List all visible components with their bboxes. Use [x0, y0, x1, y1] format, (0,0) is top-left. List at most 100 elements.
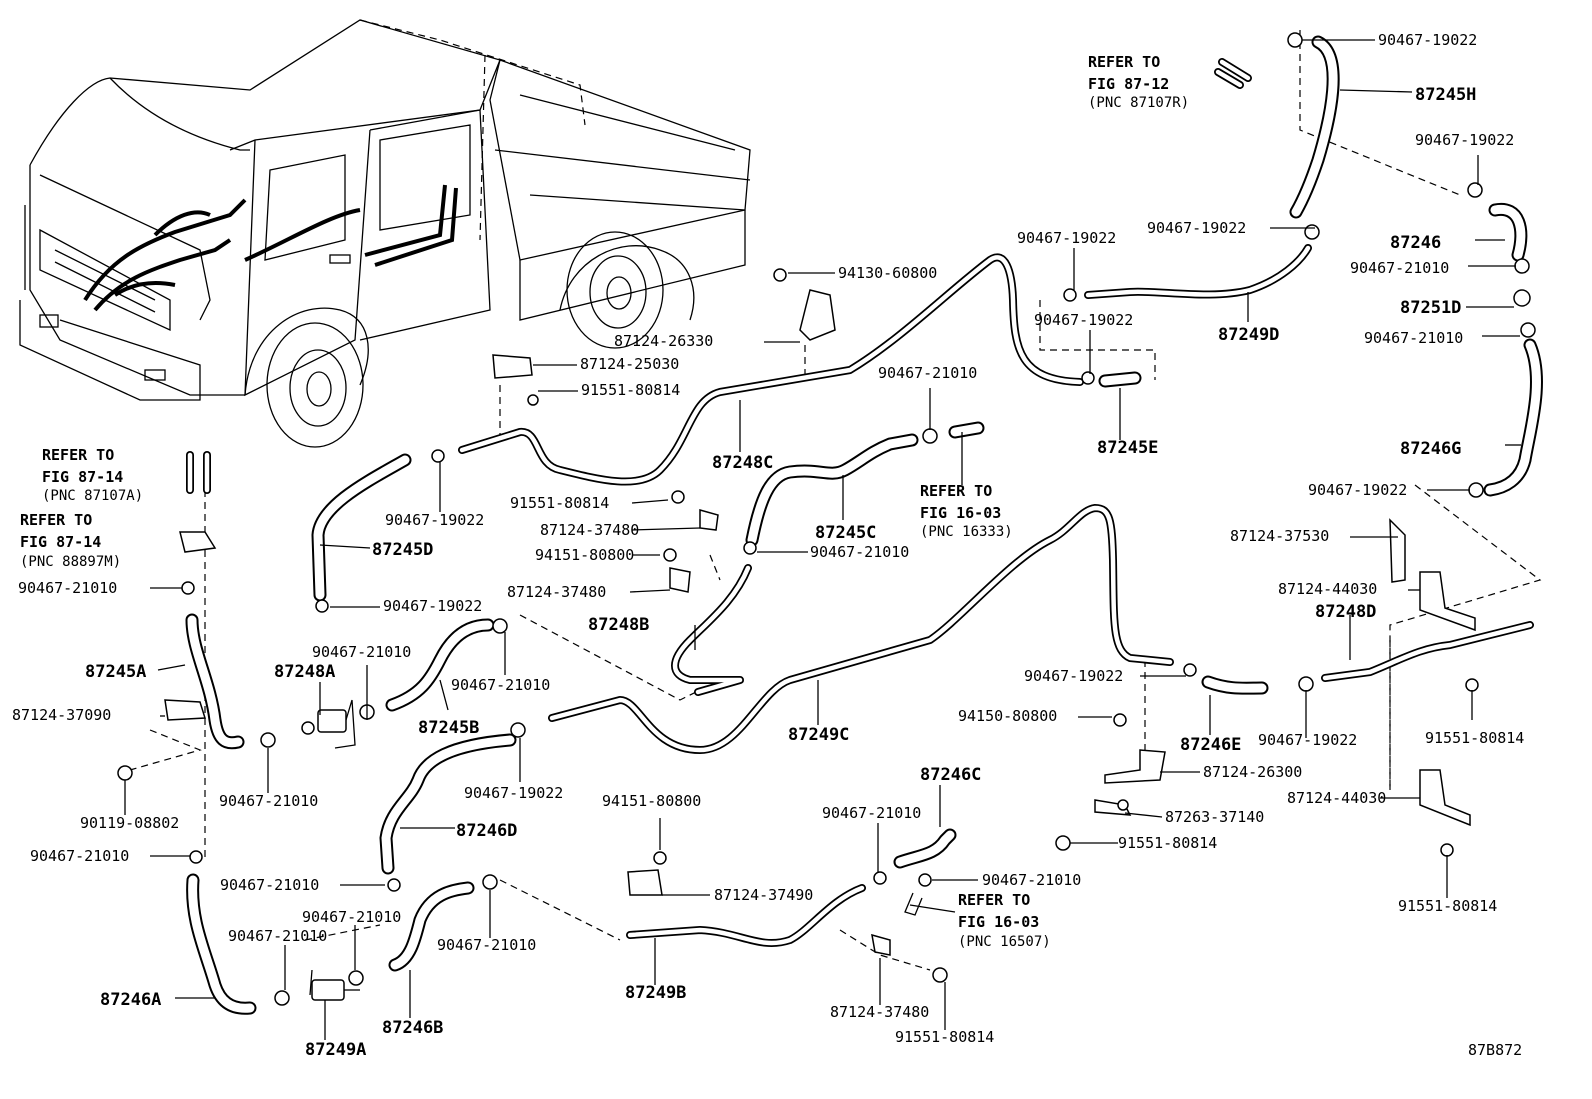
label-part: 87124-25030	[580, 355, 679, 373]
hose-87248A	[301, 699, 356, 749]
label-part: 87124-37480	[540, 521, 639, 539]
label-part: 91551-80814	[895, 1028, 994, 1046]
bracket-icon	[799, 289, 836, 341]
label-part: 87124-37480	[830, 1003, 929, 1021]
label-87248A: 87248A	[274, 662, 335, 682]
label-part: 87124-26300	[1203, 763, 1302, 781]
bracket-icon	[699, 509, 719, 531]
hose-87245E	[1098, 371, 1142, 388]
hardware	[117, 32, 1536, 1006]
ref-pipes-87-14	[186, 451, 211, 494]
label-part: 90467-21010	[878, 364, 977, 382]
hose-87248D	[1321, 621, 1534, 682]
reference-notes: REFER TO FIG 87-12 (PNC 87107R) REFER TO…	[20, 53, 1189, 950]
bolt-icon	[671, 490, 685, 504]
nut-icon	[663, 548, 677, 562]
label-part: 94130-60800	[838, 264, 937, 282]
hose-87248B	[671, 564, 752, 696]
ref-pipe-16-03	[948, 421, 985, 439]
clamp-icon	[1304, 224, 1320, 240]
bolt-icon	[1440, 843, 1454, 857]
label-part: 90467-21010	[302, 908, 401, 926]
clamp-icon	[1063, 288, 1077, 302]
clamp-icon	[1468, 482, 1484, 498]
label-part: 87124-26330	[614, 332, 713, 350]
bolt-icon	[1465, 678, 1479, 692]
clamp-icon	[189, 850, 203, 864]
hose-87246C	[893, 828, 957, 869]
label-part: 90119-08802	[80, 814, 179, 832]
bracket-icon	[871, 933, 891, 956]
label-87249C: 87249C	[788, 725, 849, 745]
bolt-icon	[932, 967, 948, 983]
label-part: 90467-21010	[1350, 259, 1449, 277]
clamp-icon	[181, 581, 195, 595]
part-labels: 90467-19022 90467-19022 90467-19022 9046…	[12, 31, 1524, 1046]
ref-fig-87-12: REFER TO FIG 87-12 (PNC 87107R)	[1088, 53, 1189, 111]
bracket-icon	[627, 869, 663, 896]
label-87248B: 87248B	[588, 615, 649, 635]
svg-text:FIG 16-03: FIG 16-03	[958, 913, 1039, 931]
clamp-icon	[1081, 371, 1095, 385]
label-87245C: 87245C	[815, 523, 876, 543]
label-part: 90467-21010	[822, 804, 921, 822]
label-part: 90467-19022	[385, 511, 484, 529]
label-part: 90467-21010	[312, 643, 411, 661]
svg-text:FIG 16-03: FIG 16-03	[920, 504, 1001, 522]
label-part: 90467-19022	[1415, 131, 1514, 149]
label-part: 90467-21010	[451, 676, 550, 694]
nut-icon	[1113, 713, 1127, 727]
label-87248C: 87248C	[712, 453, 773, 473]
bracket-icon	[1419, 769, 1471, 827]
clamp-icon	[387, 878, 401, 892]
label-part: 90467-21010	[18, 579, 117, 597]
ref-fig-87-14-a: REFER TO FIG 87-14 (PNC 87107A)	[42, 446, 143, 504]
hose-87245H	[1289, 35, 1340, 219]
svg-text:(PNC 87107A): (PNC 87107A)	[42, 488, 143, 504]
bracket-icon	[1104, 749, 1166, 784]
svg-text:(PNC 16333): (PNC 16333)	[920, 524, 1013, 540]
hose-87246A	[186, 873, 257, 1015]
ref-pipes-87-12	[1214, 58, 1252, 89]
label-part: 90467-21010	[437, 936, 536, 954]
clamp-icon	[922, 428, 938, 444]
label-part: 90467-19022	[464, 784, 563, 802]
leader-lines	[124, 39, 1521, 1040]
bracket-icon	[1094, 799, 1132, 816]
label-87246B: 87246B	[382, 1018, 443, 1038]
hose-87245C	[745, 433, 919, 547]
label-part: 90467-21010	[228, 927, 327, 945]
label-part: 87124-37530	[1230, 527, 1329, 545]
ref-fig-87-14-m: REFER TO FIG 87-14 (PNC 88897M)	[20, 511, 121, 570]
label-part: 90467-19022	[1024, 667, 1123, 685]
clamp-icon	[1183, 663, 1197, 677]
clamp-icon	[431, 449, 445, 463]
label-87249B: 87249B	[625, 983, 686, 1003]
label-87246A: 87246A	[100, 990, 161, 1010]
label-87246C: 87246C	[920, 765, 981, 785]
clamp-icon	[873, 871, 887, 885]
hose-87249C	[548, 504, 1174, 754]
label-part: 87124-44030	[1278, 580, 1377, 598]
label-part: 94151-80800	[535, 546, 634, 564]
hose-87245B	[385, 618, 495, 712]
label-part: 90467-21010	[1364, 329, 1463, 347]
label-part: 90467-19022	[1378, 31, 1477, 49]
diagram-code: 87B872	[1468, 1041, 1522, 1059]
hose-labels: 87245H 87246 87251D 87246G 87249D 87245E…	[85, 85, 1476, 1060]
bracket-icon	[1389, 518, 1406, 583]
bracket-icon	[492, 354, 533, 379]
hose-87248C	[458, 253, 1084, 486]
label-part: 90467-19022	[383, 597, 482, 615]
label-part: 90467-19022	[1017, 229, 1116, 247]
clamp-icon	[274, 990, 290, 1006]
label-part: 90467-19022	[1147, 219, 1246, 237]
clamp-icon	[260, 732, 276, 748]
label-part: 87124-37490	[714, 886, 813, 904]
label-87246E: 87246E	[1180, 735, 1241, 755]
label-part: 91551-80814	[1425, 729, 1524, 747]
label-part: 91551-80814	[510, 494, 609, 512]
hoses	[185, 35, 1543, 1015]
ref-fitting-icon	[904, 892, 923, 916]
